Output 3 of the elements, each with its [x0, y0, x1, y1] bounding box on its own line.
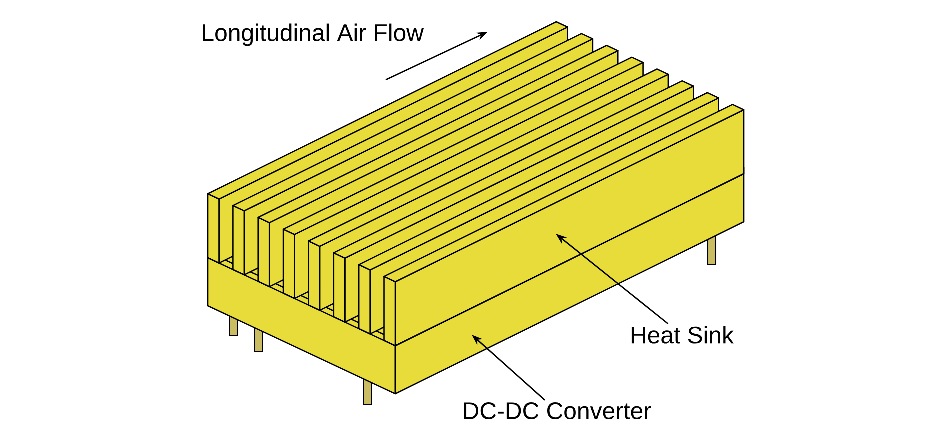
flow-label: Longitudinal Air Flow [203, 24, 424, 46]
part-label: Heat Sink [632, 326, 734, 344]
part-label: DC-DC Converter [464, 402, 652, 420]
